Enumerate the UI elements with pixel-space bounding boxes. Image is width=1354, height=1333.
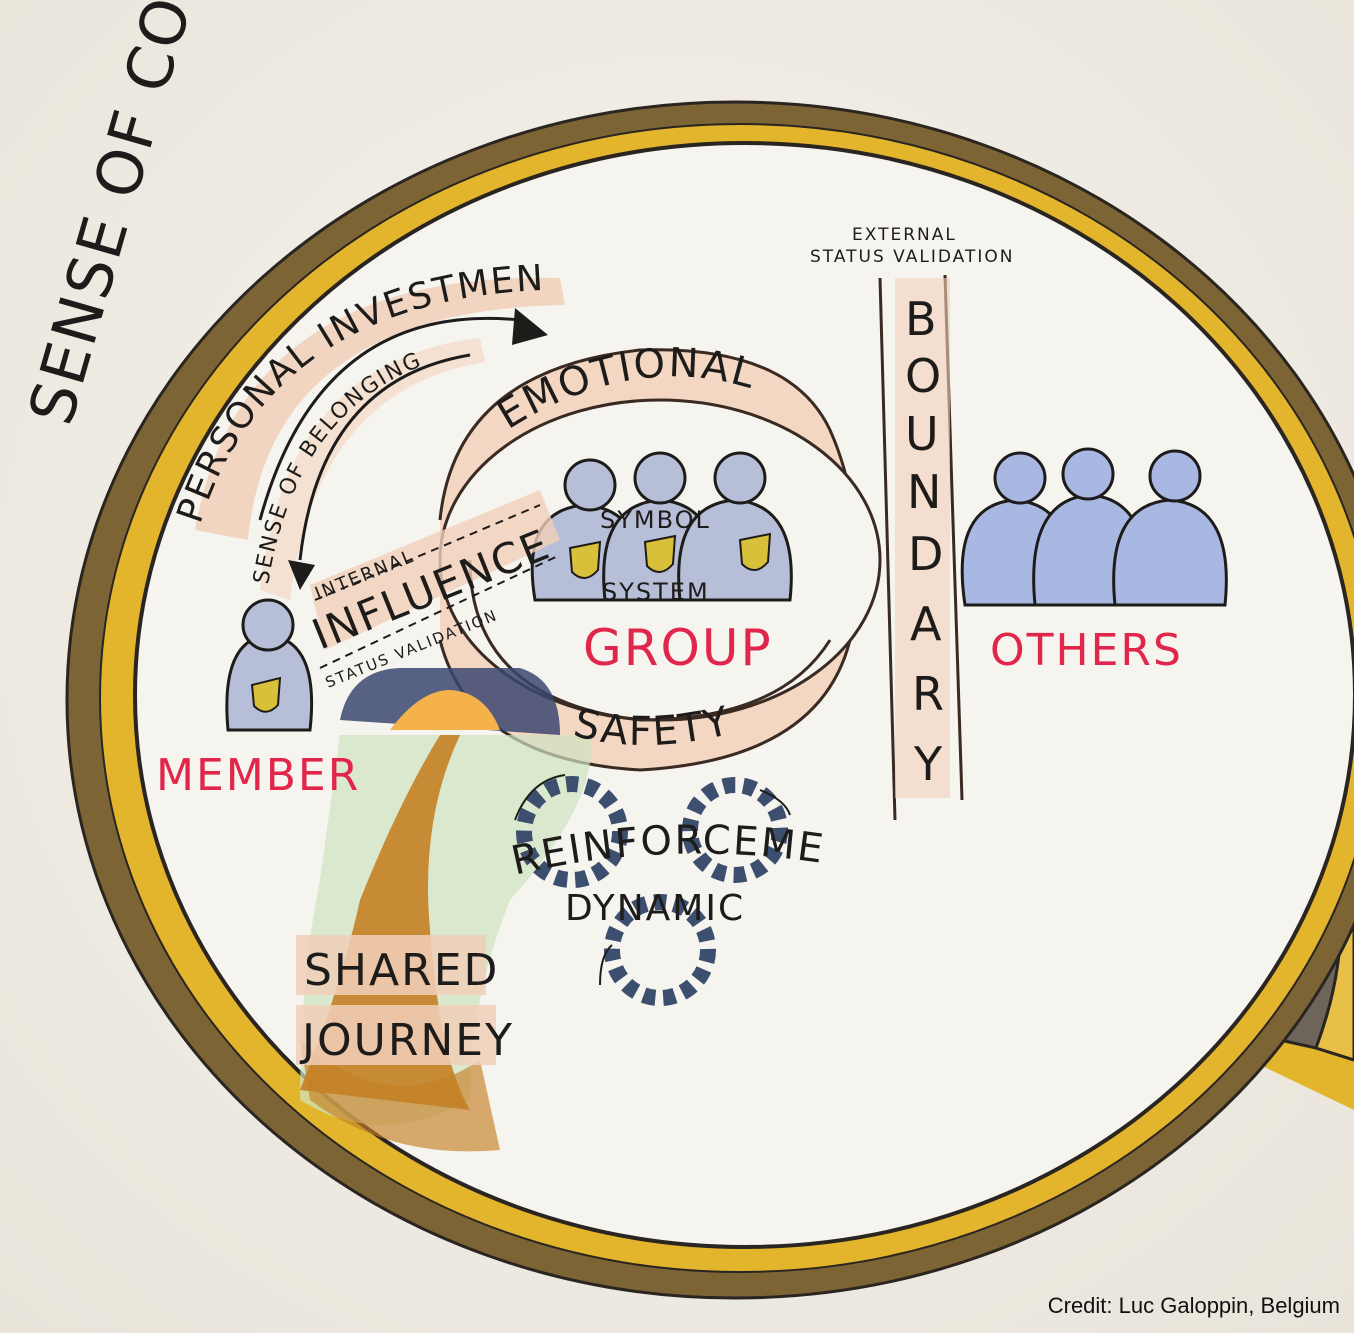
- shared-highlight: [296, 935, 486, 995]
- influence-dash-top: [314, 504, 541, 601]
- boundary-letter: D: [908, 527, 945, 581]
- boundary-letter: R: [912, 667, 946, 721]
- investment-arrowhead: [512, 308, 548, 345]
- belonging-arrowhead: [288, 560, 315, 590]
- boundary-letter: A: [910, 597, 943, 651]
- boundary-letter: O: [905, 349, 943, 403]
- boundary-band: [895, 278, 950, 798]
- journey-highlight: [296, 1005, 496, 1065]
- member-figure: [225, 598, 314, 732]
- reinforcement-gears: [516, 776, 788, 1006]
- credit-caption: Credit: Luc Galoppin, Belgium: [1047, 1293, 1340, 1318]
- symbol-label: SYMBOL: [600, 506, 711, 534]
- group-figures: [530, 451, 793, 602]
- shared-label: SHARED: [304, 945, 499, 996]
- group-label: GROUP: [583, 619, 773, 677]
- boundary-letter: B: [905, 292, 939, 346]
- dynamic-label: DYNAMIC: [565, 888, 745, 929]
- gear-rotation-arrows: [514, 774, 791, 986]
- personal-investment-ribbon: [195, 277, 565, 540]
- belonging-ribbon: [260, 338, 485, 600]
- others-figures: [960, 447, 1228, 607]
- journey-label: JOURNEY: [299, 1015, 514, 1066]
- influence-dash-bottom: [319, 554, 561, 669]
- external-status-validation-label: STATUS VALIDATION: [810, 247, 1014, 267]
- others-label: OTHERS: [990, 625, 1183, 676]
- external-label: EXTERNAL: [852, 225, 957, 245]
- boundary-letter: N: [907, 465, 943, 519]
- boundary-letter: U: [905, 407, 941, 461]
- system-label: SYSTEM: [602, 578, 710, 606]
- boundary-letter: Y: [913, 737, 944, 791]
- investment-arrow: [258, 316, 521, 521]
- member-label: MEMBER: [156, 750, 360, 801]
- belonging-arrow: [298, 353, 471, 561]
- boundary-vertical-text: B O U N D A R Y: [905, 292, 946, 791]
- influence-band: [310, 490, 560, 650]
